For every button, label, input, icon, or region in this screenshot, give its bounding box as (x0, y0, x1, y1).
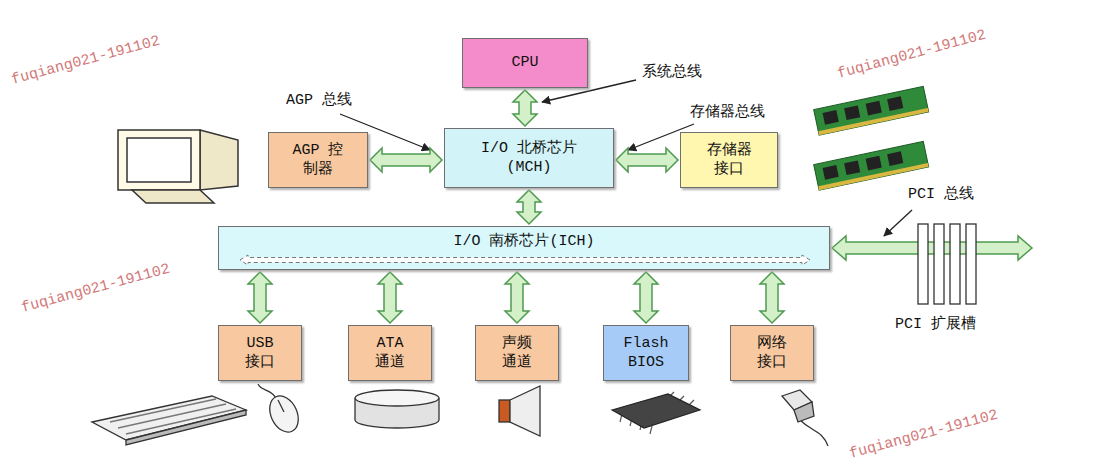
pci-slots (918, 224, 976, 304)
bus-arrow (634, 272, 658, 323)
bus-label: AGP 总线 (284, 92, 354, 110)
box-label: USB 接口 (235, 334, 285, 373)
chip-icon (612, 392, 700, 434)
disk-icon (355, 390, 439, 428)
channel-box: ATA 通道 (348, 325, 432, 381)
box-label: CPU (511, 53, 538, 73)
interface-box: 存储器 接口 (680, 132, 778, 188)
cpu-box: CPU (462, 38, 588, 88)
interface-box: USB 接口 (218, 325, 302, 381)
monitor-icon (118, 130, 238, 203)
bus-arrow (505, 272, 529, 323)
bios-box: Flash BIOS (603, 325, 689, 381)
leader-lines (340, 80, 912, 236)
pci-bus-arrow (832, 236, 1032, 260)
channel-box: 声频 通道 (475, 325, 559, 381)
bus-label: 存储器总线 (688, 104, 767, 122)
box-label: 网络 接口 (747, 334, 797, 373)
mouse-icon (258, 384, 304, 437)
box-label: AGP 控制器 (290, 141, 346, 180)
box-label: I/O 南桥芯片(ICH) (453, 232, 594, 252)
interface-box: 网络 接口 (730, 325, 814, 381)
bus-arrow (517, 190, 541, 224)
keyboard-icon (92, 396, 246, 445)
bus-arrow (513, 90, 537, 126)
bus-arrow (248, 272, 272, 323)
watermark: fuqiang021-191102 (20, 261, 172, 318)
chip-band: I/O 南桥芯片(ICH) (218, 226, 830, 270)
memory-icon (814, 86, 929, 190)
watermark: fuqiang021-191102 (836, 27, 988, 84)
bus-label: PCI 总线 (906, 186, 976, 204)
box-label: I/O 北桥芯片 (MCH) (474, 139, 584, 178)
slot-label: PCI 扩展槽 (893, 316, 978, 334)
chip-box: I/O 北桥芯片 (MCH) (444, 128, 614, 188)
network-plug-icon (782, 390, 828, 446)
controller-box: AGP 控制器 (268, 132, 368, 188)
bus-arrow (378, 272, 402, 323)
speaker-icon (499, 386, 540, 436)
box-label: 存储器 接口 (704, 141, 754, 180)
watermark: fuqiang021-191102 (10, 33, 162, 90)
bus-arrow (616, 148, 678, 172)
bus-arrow (760, 272, 784, 323)
box-label: 声频 通道 (492, 334, 542, 373)
box-label: ATA 通道 (365, 334, 415, 373)
bus-arrow (370, 148, 442, 172)
bus-label: 系统总线 (640, 64, 704, 82)
watermark: fuqiang021-191102 (848, 407, 1000, 464)
box-label: Flash BIOS (621, 334, 671, 373)
internal-bus-arrow (239, 254, 811, 266)
